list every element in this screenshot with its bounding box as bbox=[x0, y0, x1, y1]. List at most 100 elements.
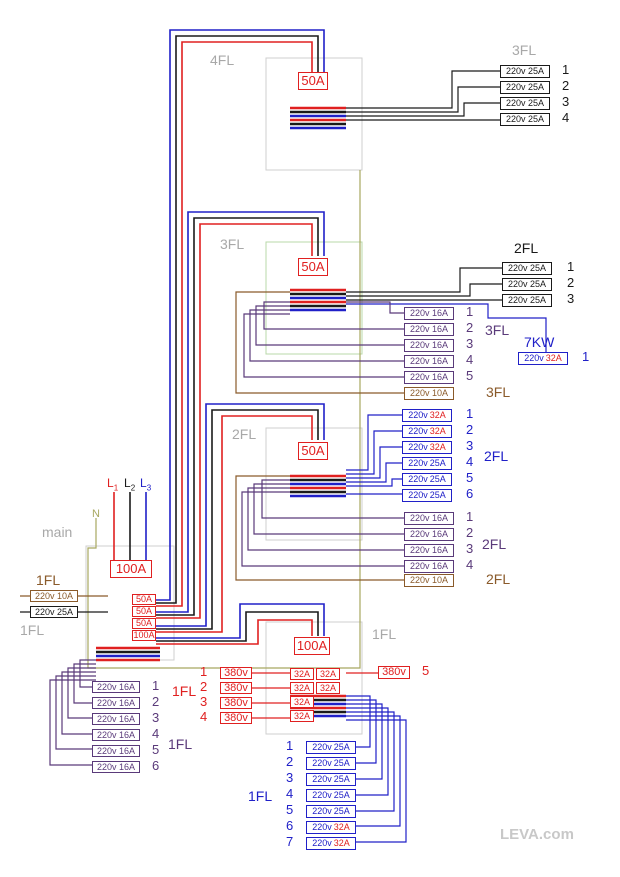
main-purple-6: 220v 16A bbox=[92, 761, 140, 773]
fl2-out-1: 220v 25A bbox=[502, 262, 552, 275]
main-incoming bbox=[113, 492, 147, 560]
fl3-out-2: 220v 25A bbox=[500, 81, 550, 94]
fl3-out-3: 220v 25A bbox=[500, 97, 550, 110]
fl3-purple-num-3: 3 bbox=[466, 336, 474, 351]
panel-3fl-bus bbox=[290, 288, 346, 312]
fl1-red-4: 380v bbox=[220, 712, 252, 724]
fl1-red-num-3: 3 bbox=[200, 694, 208, 709]
fl2-out-num-2: 2 bbox=[567, 275, 575, 290]
panel-3fl-breaker: 50A bbox=[298, 258, 328, 276]
fl2-blue-num-1: 1 bbox=[466, 406, 474, 421]
fl2-out-2: 220v 25A bbox=[502, 278, 552, 291]
fl3-purple-5: 220v 16A bbox=[404, 371, 454, 384]
fl2-purple-num-1: 1 bbox=[466, 509, 474, 524]
fl2-out-num-3: 3 bbox=[567, 291, 575, 306]
main-purple-num-4: 4 bbox=[152, 726, 160, 741]
label-l1: L1 bbox=[107, 476, 119, 493]
label-2fl-top: 2FL bbox=[514, 240, 539, 256]
fl3-purple-4: 220v 16A bbox=[404, 355, 454, 368]
fl2-purple-num-2: 2 bbox=[466, 525, 474, 540]
label-3fl-panel: 3FL bbox=[220, 236, 245, 252]
fl1-blue-num-7: 7 bbox=[286, 834, 294, 849]
fl2-purple-2: 220v 16A bbox=[404, 528, 454, 541]
label-1fl-sub: 1FL bbox=[372, 626, 397, 642]
fl2-blue-num-6: 6 bbox=[466, 486, 474, 501]
label-1fl-main: 1FL bbox=[36, 572, 61, 588]
watermark: LEVA.com bbox=[500, 826, 574, 843]
fl3-brown-out: 220v 10A bbox=[404, 387, 454, 400]
main-breaker-1: 50A bbox=[132, 594, 156, 605]
main-purple-num-2: 2 bbox=[152, 694, 160, 709]
fl3-out-num-3: 3 bbox=[562, 94, 570, 109]
panel-4fl-bus bbox=[290, 106, 346, 130]
main-breaker-2: 50A bbox=[132, 606, 156, 617]
kw7-out-num: 1 bbox=[582, 349, 590, 364]
label-7kw: 7KW bbox=[524, 334, 555, 350]
label-2fl-purple: 2FL bbox=[482, 536, 507, 552]
fl1-blue-num-2: 2 bbox=[286, 754, 294, 769]
fl2-purple-num-3: 3 bbox=[466, 541, 474, 556]
main-bus bbox=[96, 646, 160, 662]
fl3-purple-2: 220v 16A bbox=[404, 323, 454, 336]
label-3fl-top: 3FL bbox=[512, 42, 537, 58]
fl1-breaker-4: 32A bbox=[290, 696, 314, 708]
fl1-red-right-num: 5 bbox=[422, 663, 430, 678]
label-l2: L2 bbox=[124, 476, 136, 493]
main-purple-num-3: 3 bbox=[152, 710, 160, 725]
panel-1fl-box bbox=[265, 621, 363, 735]
main-purple-4: 220v 16A bbox=[92, 729, 140, 741]
fl3-purple-3: 220v 16A bbox=[404, 339, 454, 352]
fl1-breaker-6: 32A bbox=[316, 682, 340, 694]
riser-3fl bbox=[156, 211, 325, 619]
main-purple-3: 220v 16A bbox=[92, 713, 140, 725]
fl2-out-3: 220v 25A bbox=[502, 294, 552, 307]
label-l3: L3 bbox=[140, 476, 152, 493]
fl2-brown-out: 220v 10A bbox=[404, 574, 454, 587]
panel-2fl-breaker: 50A bbox=[298, 442, 328, 460]
fl2-purple-1: 220v 16A bbox=[404, 512, 454, 525]
fl3-purple-num-4: 4 bbox=[466, 352, 474, 367]
panel-2fl-out bbox=[235, 414, 404, 581]
fl1-blue-num-1: 1 bbox=[286, 738, 294, 753]
label-n: N bbox=[92, 508, 100, 520]
panel-1fl-breaker: 100A bbox=[294, 637, 330, 655]
fl2-purple-4: 220v 16A bbox=[404, 560, 454, 573]
main-left-10a: 220v 10A bbox=[30, 590, 78, 602]
fl3-purple-num-1: 1 bbox=[466, 304, 474, 319]
panel-1fl-out bbox=[252, 672, 407, 843]
fl1-red-right: 380v bbox=[378, 666, 410, 679]
fl2-blue-num-2: 2 bbox=[466, 422, 474, 437]
panel-4fl-out bbox=[346, 70, 500, 121]
fl1-red-num-4: 4 bbox=[200, 709, 208, 724]
main-purple-num-6: 6 bbox=[152, 758, 160, 773]
main-purple-num-5: 5 bbox=[152, 742, 160, 757]
main-left-25a: 220v 25A bbox=[30, 606, 78, 618]
fl2-blue-num-3: 3 bbox=[466, 438, 474, 453]
fl1-red-1: 380v bbox=[220, 667, 252, 679]
riser-1fl bbox=[156, 603, 325, 645]
main-breaker-100a: 100A bbox=[110, 560, 152, 578]
fl1-breaker-1: 32A bbox=[290, 668, 314, 680]
main-breaker-4: 100A bbox=[132, 630, 156, 641]
fl3-out-4: 220v 25A bbox=[500, 113, 550, 126]
label-4fl: 4FL bbox=[210, 52, 235, 68]
fl2-purple-3: 220v 16A bbox=[404, 544, 454, 557]
panel-4fl-breaker: 50A bbox=[298, 72, 328, 90]
fl1-blue-num-6: 6 bbox=[286, 818, 294, 833]
panel-3fl-box bbox=[265, 241, 363, 355]
main-purple-2: 220v 16A bbox=[92, 697, 140, 709]
fl1-blue-num-4: 4 bbox=[286, 786, 294, 801]
riser-2fl bbox=[156, 403, 325, 633]
fl2-blue-num-5: 5 bbox=[466, 470, 474, 485]
